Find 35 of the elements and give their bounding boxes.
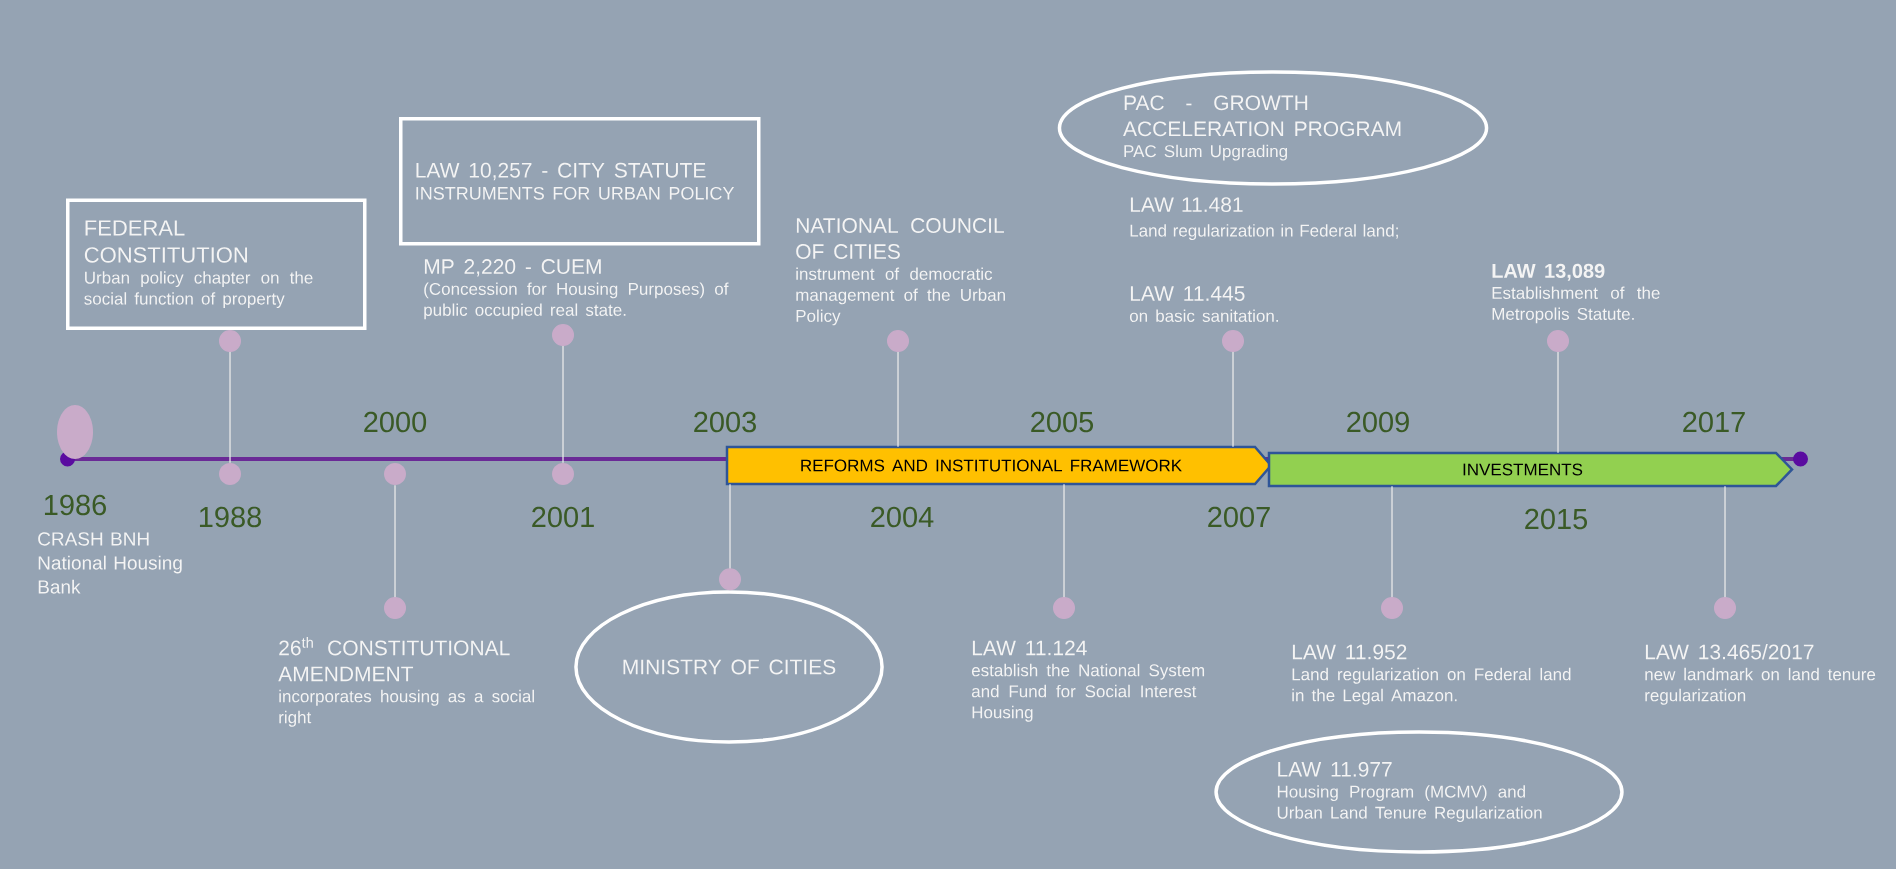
leader-line: [1547, 330, 1569, 454]
leader-line: [384, 484, 406, 619]
event-text: LAW 11.445 on basic sanitation.: [1129, 286, 1278, 322]
leader-line: [219, 330, 241, 464]
event-text: Land regularization in Federal land;: [1130, 224, 1398, 241]
leader-line: [552, 324, 574, 464]
leader-line: [1381, 485, 1403, 619]
leader-line: [719, 483, 741, 591]
phase-banner: REFORMS AND INSTITUTIONAL FRAMEWORK: [725, 445, 1273, 486]
year-label: 2003: [694, 411, 756, 433]
event-text: LAW 13,089 Establishment of the Metropolis Statute.: [1492, 263, 1660, 324]
leader-line: [1222, 330, 1244, 448]
circled-note: MINISTRY OF CITIES: [574, 590, 884, 744]
event-text: CRASH BNH National Housing Bank: [38, 532, 182, 594]
circled-note: LAW 11.977 Housing Program (MCMV) and Urban Land Tenure Regularization: [1214, 730, 1624, 854]
event-text: 26$^{th}$ CONSTITUTIONAL AMENDMENT incorporates housing as a social right: [278, 637, 534, 727]
event-text: NATIONAL COUNCIL OF CITIES instrument of democratic management of the Urban Policy: [796, 218, 1005, 326]
year-label: 2007: [1208, 506, 1270, 528]
note-box: LAW 10,257 - CITY STATUTE INSTRUMENTS FOR URBAN POLICY: [399, 117, 761, 246]
note-box: FEDERAL CONSTITUTION Urban policy chapter on the social function of property: [66, 198, 367, 330]
year-label: 2000: [364, 411, 427, 433]
year-label: 1988: [199, 506, 261, 528]
leader-line: [1053, 483, 1075, 619]
event-text: LAW 11.124 establish the National System and Fund for Social Interest Housing: [971, 640, 1205, 722]
circled-note: PAC - GROWTH ACCELERATION PROGRAM PAC Slum Upgrading: [1057, 70, 1489, 186]
event-text: LAW 13.465/2017 new landmark on land tenure regularization: [1645, 643, 1876, 705]
year-label: 2004: [871, 506, 934, 528]
phase-banner: INVESTMENTS: [1267, 451, 1794, 488]
year-label: 2009: [1347, 411, 1409, 433]
event-text: MP 2,220 - CUEM (Concession for Housing Purposes) of public occupied real state.: [424, 259, 729, 320]
year-label: 1986: [44, 494, 106, 516]
leader-line: [1714, 485, 1736, 619]
leader-line: [887, 330, 909, 448]
year-label: 2001: [532, 506, 594, 528]
event-text: LAW 11.952 Land regularization on Federal land in the Legal Amazon.: [1292, 644, 1571, 705]
